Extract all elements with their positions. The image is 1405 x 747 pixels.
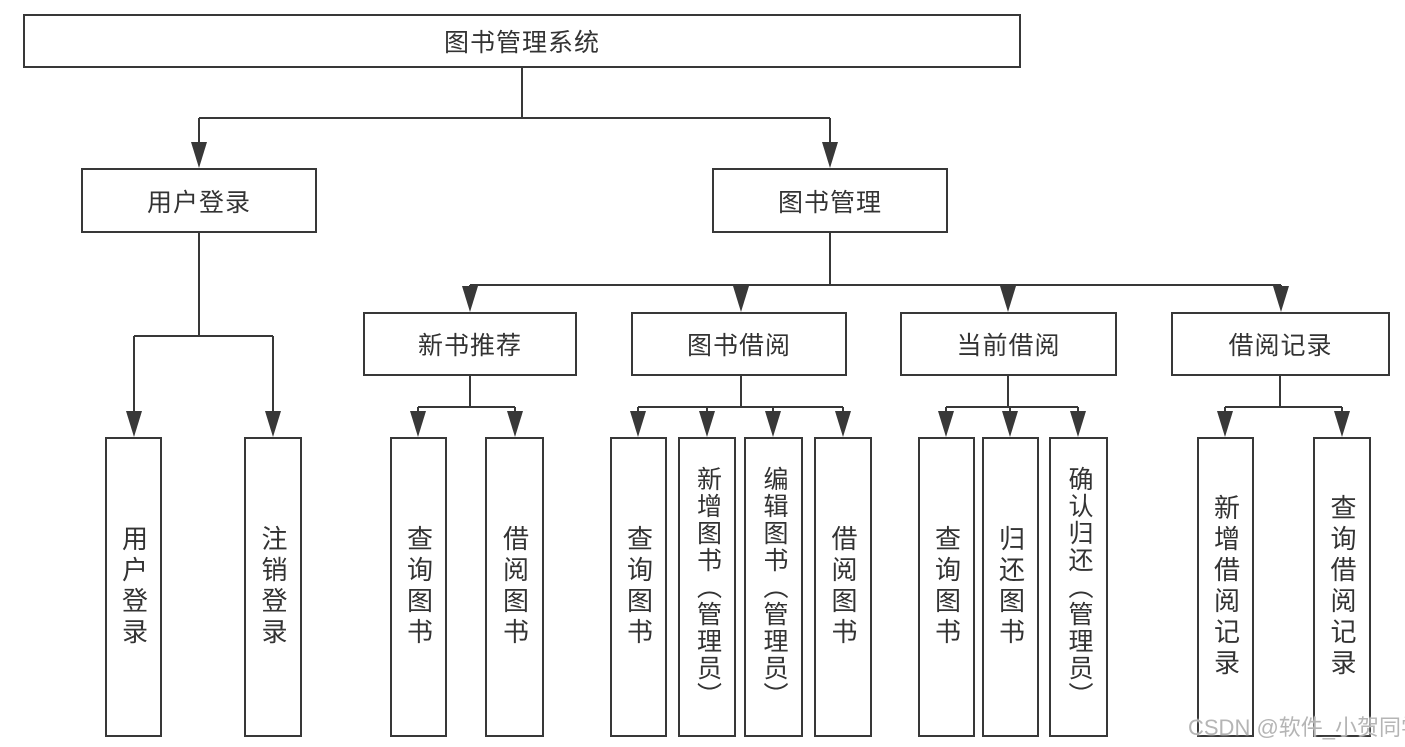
leaf-add-books-admin-label: 新增图书（管理员） — [693, 465, 722, 709]
leaf-return-books: 归还图书 — [982, 437, 1039, 737]
node-borrow-records: 借阅记录 — [1171, 312, 1390, 376]
leaf-edit-books-admin: 编辑图书（管理员） — [744, 437, 803, 737]
leaf-add-borrow-record-label: 新增借阅记录 — [1210, 494, 1241, 680]
leaf-query-books-borrow: 查询图书 — [610, 437, 667, 737]
node-book-borrow-label: 图书借阅 — [686, 332, 791, 360]
node-new-book-recommend-label: 新书推荐 — [417, 332, 522, 360]
node-book-borrow: 图书借阅 — [631, 312, 847, 376]
leaf-add-borrow-record: 新增借阅记录 — [1197, 437, 1254, 737]
leaf-add-books-admin: 新增图书（管理员） — [678, 437, 736, 737]
leaf-borrow-books-recommend: 借阅图书 — [485, 437, 544, 737]
leaf-return-books-label: 归还图书 — [995, 525, 1026, 649]
leaf-query-books-current: 查询图书 — [918, 437, 975, 737]
node-user-login-label: 用户登录 — [146, 188, 251, 217]
csdn-watermark: CSDN @软件_小贺同学 — [1188, 715, 1405, 740]
leaf-user-login-label: 用户登录 — [118, 525, 149, 649]
leaf-edit-books-admin-label: 编辑图书（管理员） — [760, 465, 788, 709]
leaf-confirm-return-admin-label: 确认归还（管理员） — [1065, 465, 1093, 709]
node-current-borrow: 当前借阅 — [900, 312, 1117, 376]
leaf-user-login: 用户登录 — [105, 437, 162, 737]
leaf-borrow-books-recommend-label: 借阅图书 — [499, 525, 530, 649]
node-borrow-records-label: 借阅记录 — [1228, 332, 1333, 360]
leaf-confirm-return-admin: 确认归还（管理员） — [1049, 437, 1108, 737]
leaf-query-books-borrow-label: 查询图书 — [623, 525, 654, 649]
arrowheads — [126, 142, 1350, 437]
leaf-logout: 注销登录 — [244, 437, 302, 737]
node-current-borrow-label: 当前借阅 — [956, 332, 1061, 360]
leaf-query-borrow-record: 查询借阅记录 — [1313, 437, 1371, 737]
leaf-borrow-books: 借阅图书 — [814, 437, 872, 737]
node-book-management: 图书管理 — [712, 168, 948, 233]
leaf-query-books-recommend-label: 查询图书 — [403, 525, 434, 649]
leaf-query-books-current-label: 查询图书 — [931, 525, 962, 649]
leaf-logout-label: 注销登录 — [258, 525, 288, 649]
leaf-query-books-recommend: 查询图书 — [390, 437, 447, 737]
node-new-book-recommend: 新书推荐 — [363, 312, 577, 376]
node-user-login: 用户登录 — [81, 168, 317, 233]
leaf-query-borrow-record-label: 查询借阅记录 — [1327, 494, 1357, 680]
node-root-label: 图书管理系统 — [443, 29, 600, 57]
node-book-management-label: 图书管理 — [777, 188, 882, 217]
node-root: 图书管理系统 — [23, 14, 1021, 68]
leaf-borrow-books-label: 借阅图书 — [828, 525, 858, 649]
